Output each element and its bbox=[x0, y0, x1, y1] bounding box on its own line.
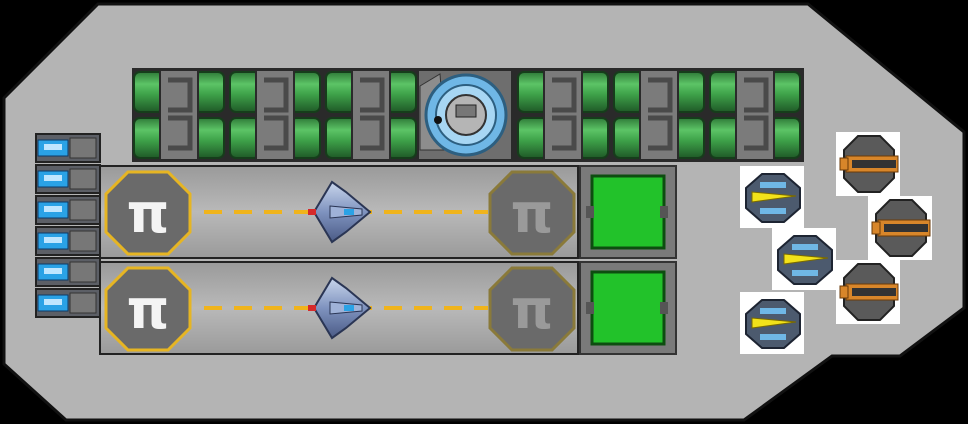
landing-pad-icon[interactable]: π bbox=[104, 266, 192, 352]
cannon-turret-icon[interactable] bbox=[868, 196, 932, 260]
hangar-door-column bbox=[579, 165, 677, 355]
pad-left-glyph: π bbox=[127, 182, 170, 245]
thruster-icon bbox=[35, 257, 101, 287]
fuel-tank-group-list bbox=[133, 69, 801, 161]
thruster-icon bbox=[35, 164, 101, 194]
pad-right-glyph: π bbox=[511, 182, 554, 245]
fuel-tank-icon bbox=[325, 69, 417, 161]
pad-right-glyph: π bbox=[511, 278, 554, 341]
laser-turret-icon[interactable] bbox=[772, 228, 836, 290]
laser-turret-list bbox=[740, 166, 836, 354]
landing-pad-icon[interactable]: π bbox=[104, 170, 192, 256]
cannon-turret-icon[interactable] bbox=[836, 132, 900, 196]
reactor-core-icon bbox=[417, 69, 513, 161]
cannon-turret-list bbox=[836, 132, 932, 324]
fuel-tank-icon bbox=[613, 69, 705, 161]
hangar-door-icon[interactable] bbox=[579, 261, 677, 355]
thruster-icon bbox=[35, 288, 101, 318]
landing-pad-icon[interactable]: π bbox=[488, 170, 576, 256]
fuel-tank-icon bbox=[709, 69, 801, 161]
fuel-tank-icon bbox=[517, 69, 609, 161]
thruster-icon bbox=[35, 226, 101, 256]
pad-left-glyph: π bbox=[127, 278, 170, 341]
fighter-ship-icon[interactable] bbox=[308, 180, 372, 244]
thruster-icon bbox=[35, 133, 101, 163]
thruster-icon bbox=[35, 195, 101, 225]
landing-pad-icon[interactable]: π bbox=[488, 266, 576, 352]
laser-turret-icon[interactable] bbox=[740, 166, 804, 228]
fuel-tank-icon bbox=[229, 69, 321, 161]
laser-turret-icon[interactable] bbox=[740, 292, 804, 354]
cannon-turret-icon[interactable] bbox=[836, 260, 900, 324]
hangar-door-icon[interactable] bbox=[579, 165, 677, 259]
fuel-tank-icon bbox=[133, 69, 225, 161]
fighter-ship-icon[interactable] bbox=[308, 276, 372, 340]
